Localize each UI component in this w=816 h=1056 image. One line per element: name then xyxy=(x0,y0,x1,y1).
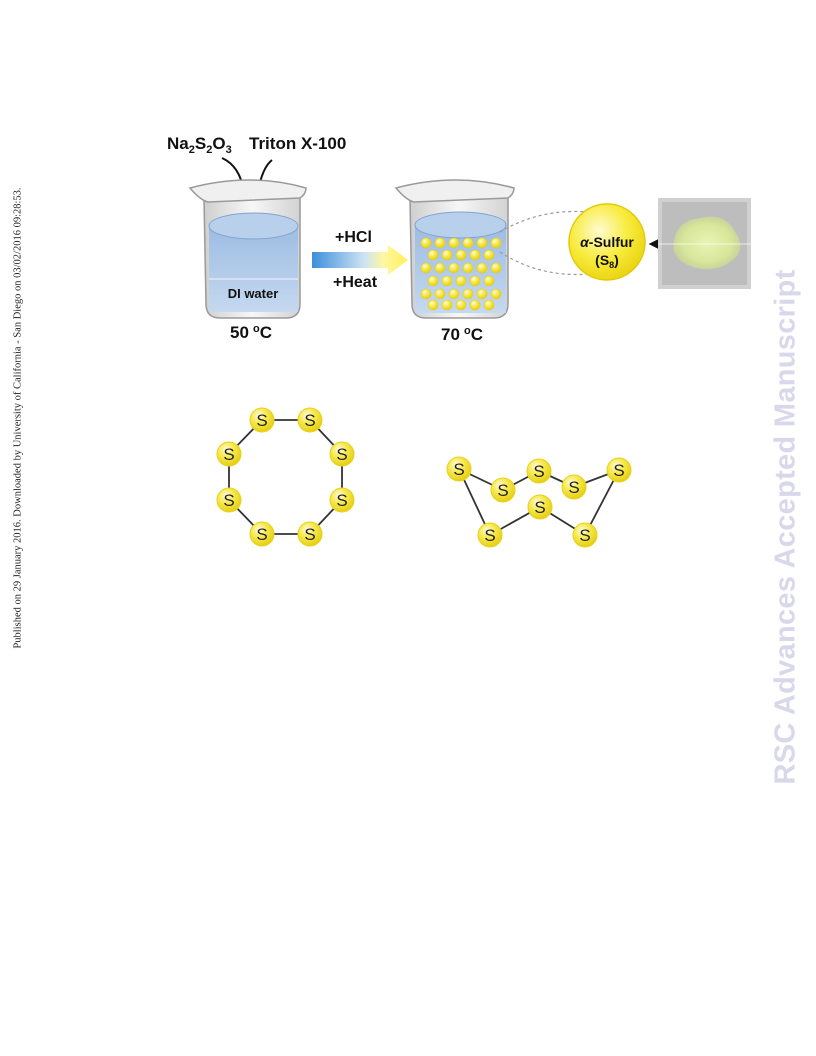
ring-atom-label: S xyxy=(223,491,234,510)
sulfur-particle xyxy=(427,275,439,287)
beaker-2 xyxy=(394,179,515,319)
sulfur-particle xyxy=(434,237,446,249)
crown-atom xyxy=(526,458,552,484)
sulfur-particle xyxy=(483,299,495,311)
sulfur-particle xyxy=(420,237,432,249)
ring-atom-label: S xyxy=(304,411,315,430)
sulfur-particles xyxy=(420,237,502,311)
sulfur-particle xyxy=(434,262,446,274)
s8-ring-top-view: S S S S S S S S xyxy=(216,407,355,547)
sulfur-particle xyxy=(455,299,467,311)
reaction-arrow xyxy=(312,245,408,275)
crown-atom-label: S xyxy=(484,526,495,545)
crown-atom xyxy=(446,456,472,482)
sulfur-particle xyxy=(441,275,453,287)
sulfur-particle xyxy=(483,275,495,287)
crown-atom xyxy=(477,522,503,548)
beaker-1-liquid-label: DI water xyxy=(228,286,279,301)
crown-atom-label: S xyxy=(533,462,544,481)
zoom-line-bottom xyxy=(499,251,591,276)
product-name: α-Sulfur xyxy=(580,234,634,250)
sulfur-particle xyxy=(462,262,474,274)
sulfur-particle xyxy=(469,275,481,287)
sulfur-particle xyxy=(441,249,453,261)
sulfur-particle xyxy=(427,249,439,261)
crown-atom xyxy=(561,474,587,500)
ring-atom xyxy=(329,487,355,513)
step-acid-label: +HCl xyxy=(335,229,372,246)
product-formula: (S8) xyxy=(595,252,619,270)
ring-atom-label: S xyxy=(256,411,267,430)
step-heat-label: +Heat xyxy=(333,274,378,291)
ring-atom xyxy=(249,521,275,547)
crown-atom-label: S xyxy=(568,478,579,497)
sulfur-powder-photo xyxy=(658,198,751,289)
sulfur-particle xyxy=(476,262,488,274)
ring-atom xyxy=(216,441,242,467)
beaker-1: DI water xyxy=(188,179,307,319)
ring-atom-label: S xyxy=(304,525,315,544)
sulfur-particle xyxy=(490,262,502,274)
sulfur-particle xyxy=(469,249,481,261)
sulfur-particle xyxy=(448,288,460,300)
sulfur-particle xyxy=(469,299,481,311)
sulfur-particle xyxy=(476,288,488,300)
ring-atom xyxy=(297,407,323,433)
crown-atom-label: S xyxy=(453,460,464,479)
reagent-sodium-thiosulfate: Na2S2O3 xyxy=(167,134,232,156)
crown-atom-label: S xyxy=(534,498,545,517)
sulfur-particle xyxy=(490,288,502,300)
ring-atom-label: S xyxy=(223,445,234,464)
sulfur-particle xyxy=(455,275,467,287)
sulfur-particle xyxy=(427,299,439,311)
alpha-sulfur-sphere: α-Sulfur (S8) xyxy=(568,203,646,281)
sulfur-particle xyxy=(434,288,446,300)
crown-atom-label: S xyxy=(579,526,590,545)
sulfur-particle xyxy=(462,288,474,300)
sulfur-particle xyxy=(483,249,495,261)
ring-atom-label: S xyxy=(336,491,347,510)
sulfur-particle xyxy=(448,262,460,274)
ring-atom xyxy=(329,441,355,467)
ring-atom xyxy=(216,487,242,513)
sulfur-particle xyxy=(490,237,502,249)
reagent-triton: Triton X-100 xyxy=(249,134,346,153)
crown-atom-label: S xyxy=(497,481,508,500)
sulfur-particle xyxy=(476,237,488,249)
ring-atom-label: S xyxy=(256,525,267,544)
crown-atom xyxy=(490,477,516,503)
crown-atom xyxy=(572,522,598,548)
ring-atom xyxy=(249,407,275,433)
sulfur-particle xyxy=(420,262,432,274)
sulfur-particle xyxy=(420,288,432,300)
crown-atom xyxy=(527,494,553,520)
ring-atom xyxy=(297,521,323,547)
sulfur-particle xyxy=(441,299,453,311)
crown-atom-label: S xyxy=(613,461,624,480)
crown-atom xyxy=(606,457,632,483)
sulfur-particle xyxy=(455,249,467,261)
ring-atom-label: S xyxy=(336,445,347,464)
sulfur-particle xyxy=(448,237,460,249)
sulfur-particle xyxy=(462,237,474,249)
